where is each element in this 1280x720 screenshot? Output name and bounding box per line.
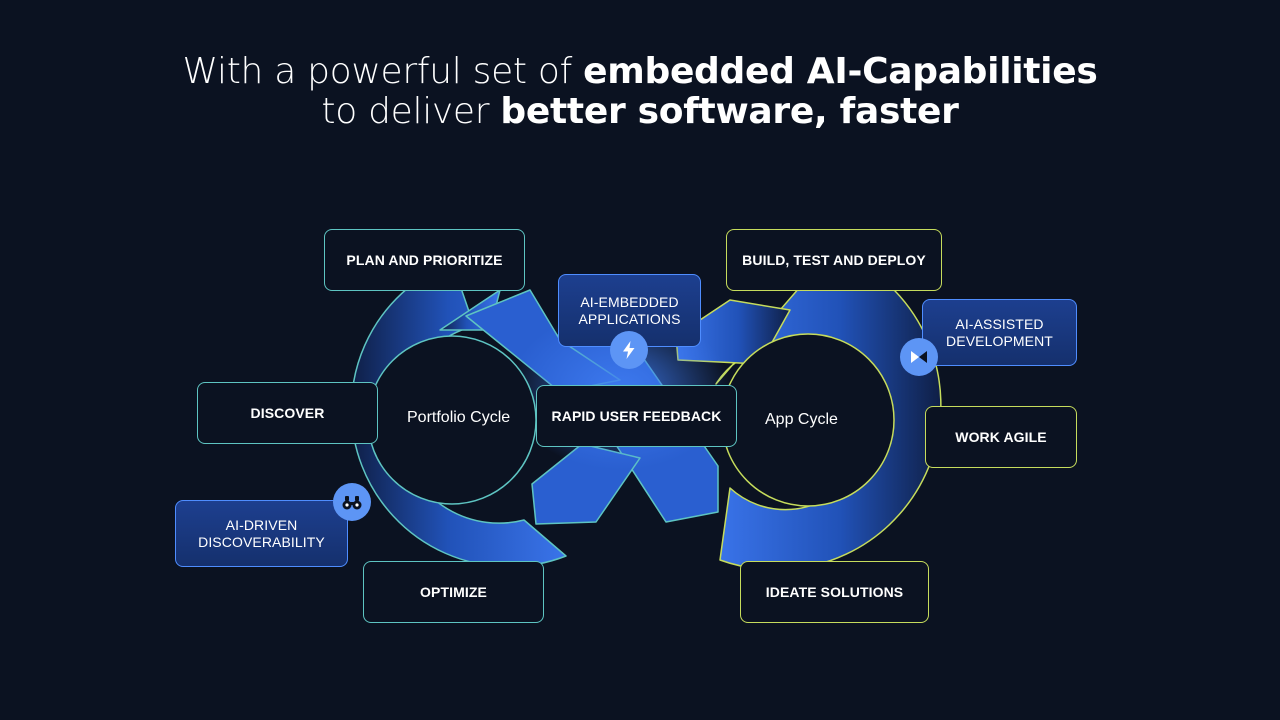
ai-embedded-line-2: APPLICATIONS <box>578 310 681 327</box>
step-work-agile: WORK AGILE <box>925 406 1077 468</box>
ai-assisted-line-2: DEVELOPMENT <box>946 332 1053 349</box>
step-plan-and-prioritize: PLAN AND PRIORITIZE <box>324 229 525 291</box>
step-plan-label: PLAN AND PRIORITIZE <box>346 252 503 268</box>
ai-assisted-line-1: AI-ASSISTED <box>955 315 1044 332</box>
step-rapid-user-feedback: RAPID USER FEEDBACK <box>536 385 737 447</box>
headline-line1-bold: embedded AI-Capabilities <box>583 51 1098 92</box>
app-cycle-label: App Cycle <box>765 411 838 428</box>
ai-embedded-line-1: AI-EMBEDDED <box>580 293 679 310</box>
step-feedback-label: RAPID USER FEEDBACK <box>551 408 722 424</box>
step-build-test-deploy: BUILD, TEST AND DEPLOY <box>726 229 942 291</box>
bowtie-icon <box>900 338 938 376</box>
headline-line-2: to deliver better software, faster <box>0 92 1280 132</box>
step-optimize: OPTIMIZE <box>363 561 544 623</box>
step-agile-label: WORK AGILE <box>955 429 1047 445</box>
portfolio-cycle-label: Portfolio Cycle <box>407 409 511 426</box>
step-discover: DISCOVER <box>197 382 378 444</box>
ai-driven-line-1: AI-DRIVEN <box>225 516 298 533</box>
ai-embedded-applications: AI-EMBEDDED APPLICATIONS <box>558 274 701 347</box>
ai-assisted-development: AI-ASSISTED DEVELOPMENT <box>922 299 1077 366</box>
ai-driven-line-2: DISCOVERABILITY <box>198 533 325 550</box>
headline-line2-prefix: to deliver <box>321 91 501 132</box>
headline-line-1: With a powerful set of embedded AI-Capab… <box>0 52 1280 92</box>
ai-driven-discoverability: AI-DRIVEN DISCOVERABILITY <box>175 500 348 567</box>
step-optimize-label: OPTIMIZE <box>420 584 487 600</box>
binoculars-icon <box>333 483 371 521</box>
headline: With a powerful set of embedded AI-Capab… <box>0 52 1280 132</box>
step-build-label: BUILD, TEST AND DEPLOY <box>742 252 926 268</box>
lightning-icon <box>610 331 648 369</box>
headline-line2-bold: better software, faster <box>500 91 959 132</box>
step-ideate-label: IDEATE SOLUTIONS <box>765 584 904 600</box>
step-ideate-solutions: IDEATE SOLUTIONS <box>740 561 929 623</box>
headline-line1-prefix: With a powerful set of <box>182 51 584 92</box>
step-discover-label: DISCOVER <box>250 405 325 421</box>
